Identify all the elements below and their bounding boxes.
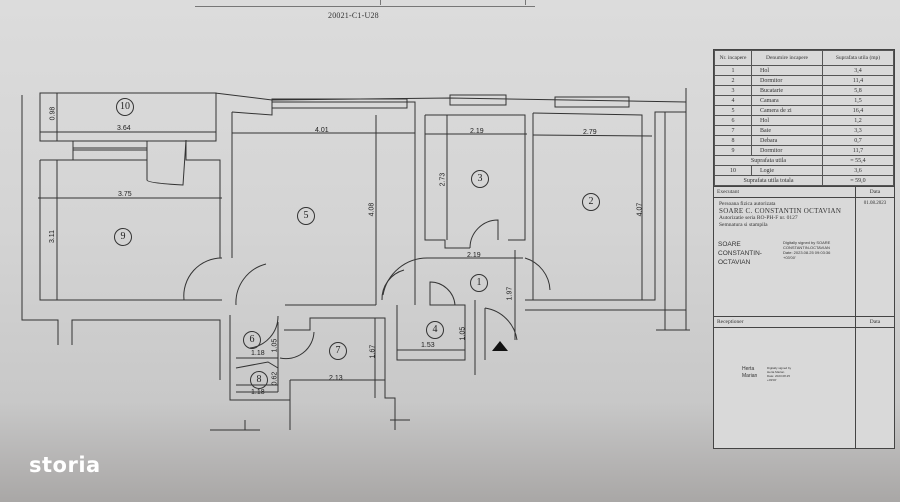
col-nr: Nr. incapere	[714, 50, 752, 66]
dim-r9-width: 3.75	[118, 191, 132, 198]
dim-r3-height: 2.73	[439, 172, 447, 187]
dim-r10-width: 3.64	[117, 125, 131, 132]
receptioner-block: Receptioner Data Herta Marian Digitally …	[714, 316, 894, 448]
dim-r1-width: 2.19	[467, 252, 481, 259]
dim-r5-width: 4.01	[315, 127, 329, 134]
dim-r4-width: 1.53	[421, 342, 435, 349]
room-label-4: 4	[426, 321, 444, 339]
executant-header: Executant	[714, 187, 856, 197]
dim-r6-height: 1.05	[271, 338, 279, 353]
total-row: Suprafata utila totala= 59,0	[714, 175, 894, 186]
dim-r8-height: 0.62	[271, 371, 279, 386]
room-label-1: 1	[470, 274, 488, 292]
north-arrow-icon	[492, 341, 508, 351]
executant-authorization: Autorizatie seria RO-PH-F nr. 0127	[719, 215, 798, 221]
executant-date: 01.08.2023	[863, 201, 887, 206]
dim-r2-height: 4.07	[636, 202, 644, 217]
surface-legend: Nr. incapere Denumire incapere Suprafata…	[713, 49, 895, 449]
receptioner-digital-signature: Herta Marian Digitally signed by Herta M…	[742, 366, 792, 382]
rooms-table: Nr. incapere Denumire incapere Suprafata…	[714, 50, 894, 186]
room-label-7: 7	[329, 342, 347, 360]
room-label-2: 2	[582, 193, 600, 211]
dim-r10-height: 0.98	[49, 106, 57, 121]
receptioner-date-header: Data	[869, 319, 881, 325]
executant-block: Executant Data Persoana fizica autorizat…	[714, 186, 894, 316]
dim-r1-height: 1.97	[506, 286, 514, 301]
dim-r3-width: 2.19	[470, 128, 484, 135]
executant-digital-signature: SOARE CONSTANTIN- OCTAVIAN Digitally sig…	[718, 240, 831, 266]
subtotal-row: Suprafata utila= 55,4	[714, 155, 894, 166]
executant-date-header: Data	[869, 189, 881, 195]
plan-code: 20021-C1-U28	[328, 11, 379, 20]
top-header-strip	[195, 0, 535, 7]
dim-r4-height: 1.05	[459, 326, 467, 341]
floor-plan-drawing	[21, 88, 690, 431]
dim-r6-width: 1.18	[251, 350, 265, 357]
room-label-8: 8	[250, 371, 268, 389]
executant-line1: Persoana fizica autorizata	[719, 201, 776, 207]
col-denumire: Denumire incapere	[751, 50, 823, 66]
room-label-9: 9	[114, 228, 132, 246]
col-suprafata: Suprafata utila (mp)	[822, 50, 894, 66]
dim-r8-width: 1.18	[251, 389, 265, 396]
room-label-5: 5	[297, 207, 315, 225]
room-label-10: 10	[116, 98, 134, 116]
room-label-6: 6	[243, 331, 261, 349]
storia-logo: storia	[29, 453, 101, 477]
dim-r5-height: 4.08	[368, 202, 376, 217]
executant-signature-label: Semnatura si stampila	[719, 222, 768, 228]
receptioner-header: Receptioner	[714, 317, 856, 327]
room-label-3: 3	[471, 170, 489, 188]
executant-name: SOARE C. CONSTANTIN OCTAVIAN	[719, 207, 842, 215]
dim-r7-width: 2.13	[329, 375, 343, 382]
dim-r9-height: 3.11	[49, 229, 57, 244]
dim-r2-width: 2.79	[583, 129, 597, 136]
dim-r7-height: 1.67	[369, 344, 377, 359]
